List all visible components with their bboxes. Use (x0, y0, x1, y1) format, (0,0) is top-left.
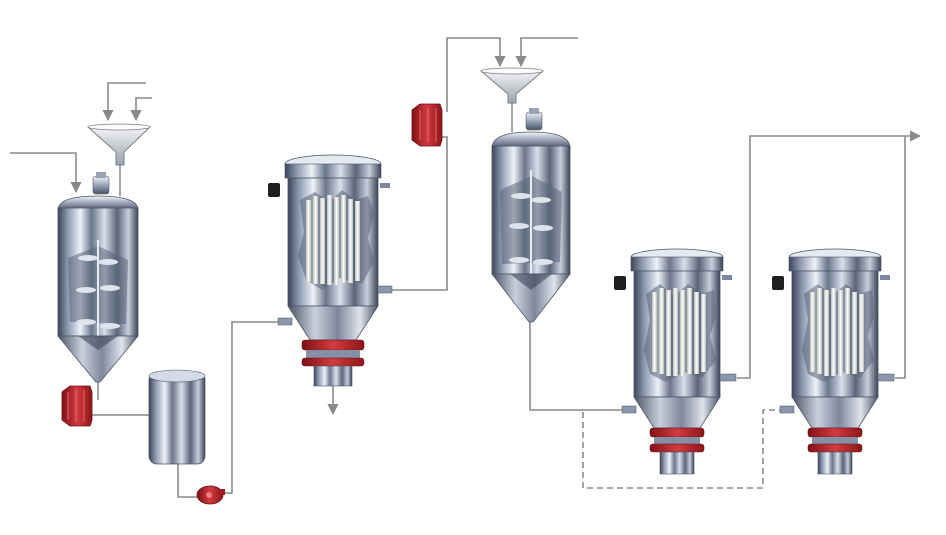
stream-filter3-to-outlet (895, 136, 906, 379)
piping (10, 37, 922, 498)
feed-funnel-2 (479, 67, 545, 104)
stream-feed-a (10, 152, 82, 194)
stream-feed-e (515, 37, 578, 68)
stream-reactor2-to-filter2 (529, 322, 622, 411)
stream-feed-d (446, 37, 506, 112)
stream-tank-to-filter1 (177, 462, 198, 498)
filter-candles (652, 288, 706, 376)
stream-filter2-to-outlet (737, 130, 922, 379)
feed-funnel-1 (86, 123, 152, 166)
stream-bypass-recycle (582, 409, 780, 489)
stream-feed-c (130, 97, 152, 122)
reactor-1 (57, 172, 139, 383)
filter-3 (772, 248, 895, 475)
reactor-2 (491, 108, 571, 323)
holding-tank (148, 369, 206, 465)
transfer-pump (196, 485, 225, 505)
filter-2 (614, 248, 737, 475)
pump-1 (61, 385, 93, 427)
stream-filter1-to-pump2 (392, 136, 448, 291)
stream-feed-b (102, 82, 146, 122)
filter-candles (810, 288, 864, 376)
pump-2 (411, 103, 443, 147)
filter-candles (306, 195, 360, 285)
filter-1 (268, 154, 393, 387)
